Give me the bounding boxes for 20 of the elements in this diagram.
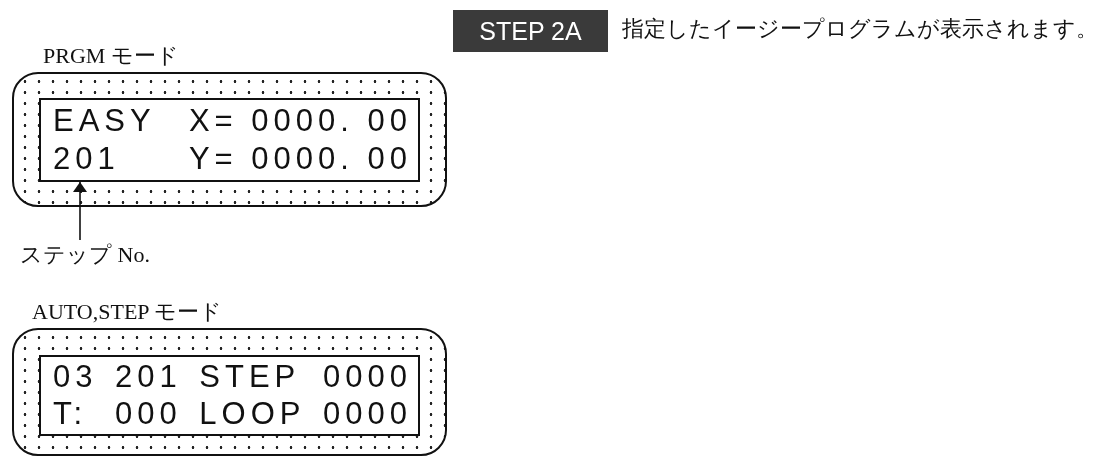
mode-heading: AUTO,STEP モード — [31, 298, 224, 326]
display-text: 000 — [115, 396, 182, 433]
display-text: 0000 — [323, 396, 412, 433]
display-text: 201 — [115, 358, 182, 395]
leader-arrow — [73, 181, 87, 241]
display-text: 201 — [53, 141, 121, 178]
display-text: STEP — [199, 358, 302, 395]
step-badge: STEP 2A — [453, 10, 608, 52]
display-text: LOOP — [199, 396, 306, 433]
display-text: 0000 — [323, 358, 412, 395]
step-description: 指定したイージープログラムが表示されます。 — [622, 15, 1098, 43]
display-text: EASY — [53, 102, 156, 139]
display-text: T: — [53, 396, 89, 433]
display-text: Y= 0000. 00 — [188, 141, 412, 178]
lcd-screen — [39, 355, 420, 436]
callout-text: ステップ No. — [20, 240, 150, 270]
lcd-screen — [39, 98, 420, 182]
display-text: 03 — [53, 358, 98, 395]
mode-heading: PRGM モード — [42, 42, 180, 70]
display-text: X= 0000. 00 — [188, 102, 412, 139]
